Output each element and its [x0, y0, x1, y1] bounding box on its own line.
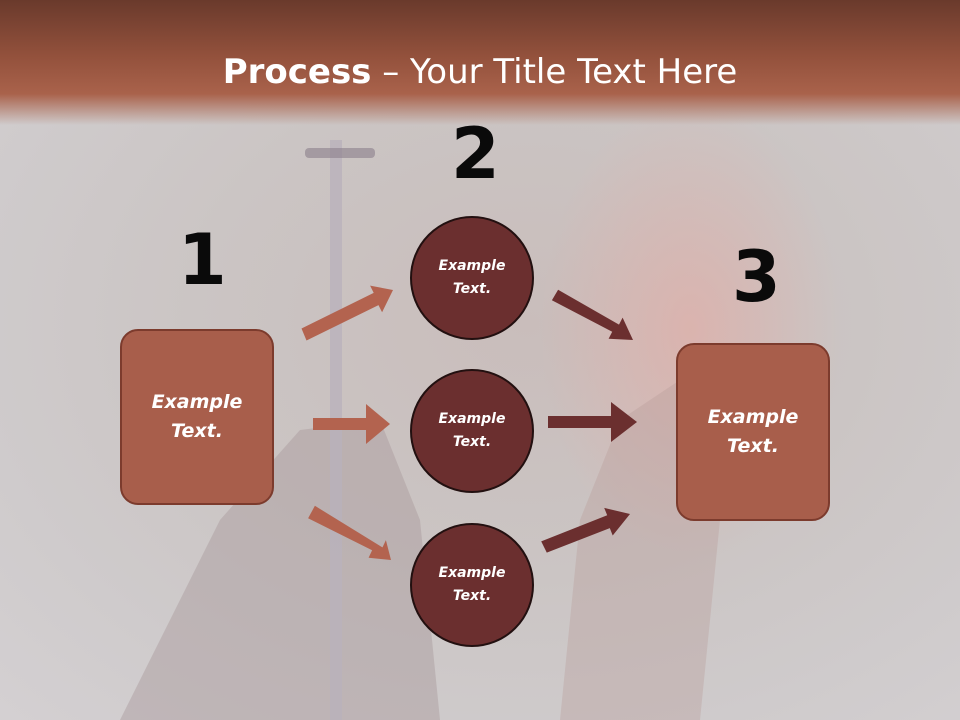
circle-middle: Example Text. — [410, 369, 534, 493]
circle-top: Example Text. — [410, 216, 534, 340]
arrow-left-to-middle-head — [366, 404, 390, 444]
right-box-text: Example Text. — [707, 406, 799, 457]
header-band — [0, 0, 960, 125]
arrow-left-to-top — [301, 285, 393, 341]
title-bold: Process — [222, 52, 372, 92]
circle-middle-text: Example Text. — [438, 411, 506, 450]
slide-title: Process – Your Title Text Here — [0, 52, 960, 92]
left-box: Example Text. — [120, 329, 274, 505]
arrow-top-to-right — [551, 289, 633, 340]
arrow-middle-to-right-head — [611, 402, 637, 442]
circle-bottom-text: Example Text. — [438, 565, 506, 604]
arrow-middle-to-right-shaft — [548, 416, 613, 428]
arrow-bottom-to-right — [541, 507, 630, 553]
step-number-1: 1 — [178, 219, 227, 301]
arrow-left-to-bottom — [308, 505, 391, 560]
circle-bottom: Example Text. — [410, 523, 534, 647]
left-box-text: Example Text. — [151, 391, 243, 442]
step-number-3: 3 — [732, 236, 781, 318]
circle-top-text: Example Text. — [438, 258, 506, 297]
title-rest: – Your Title Text Here — [371, 52, 738, 92]
arrow-left-to-middle-shaft — [313, 418, 368, 430]
step-number-2: 2 — [451, 113, 500, 195]
right-box: Example Text. — [676, 343, 830, 521]
